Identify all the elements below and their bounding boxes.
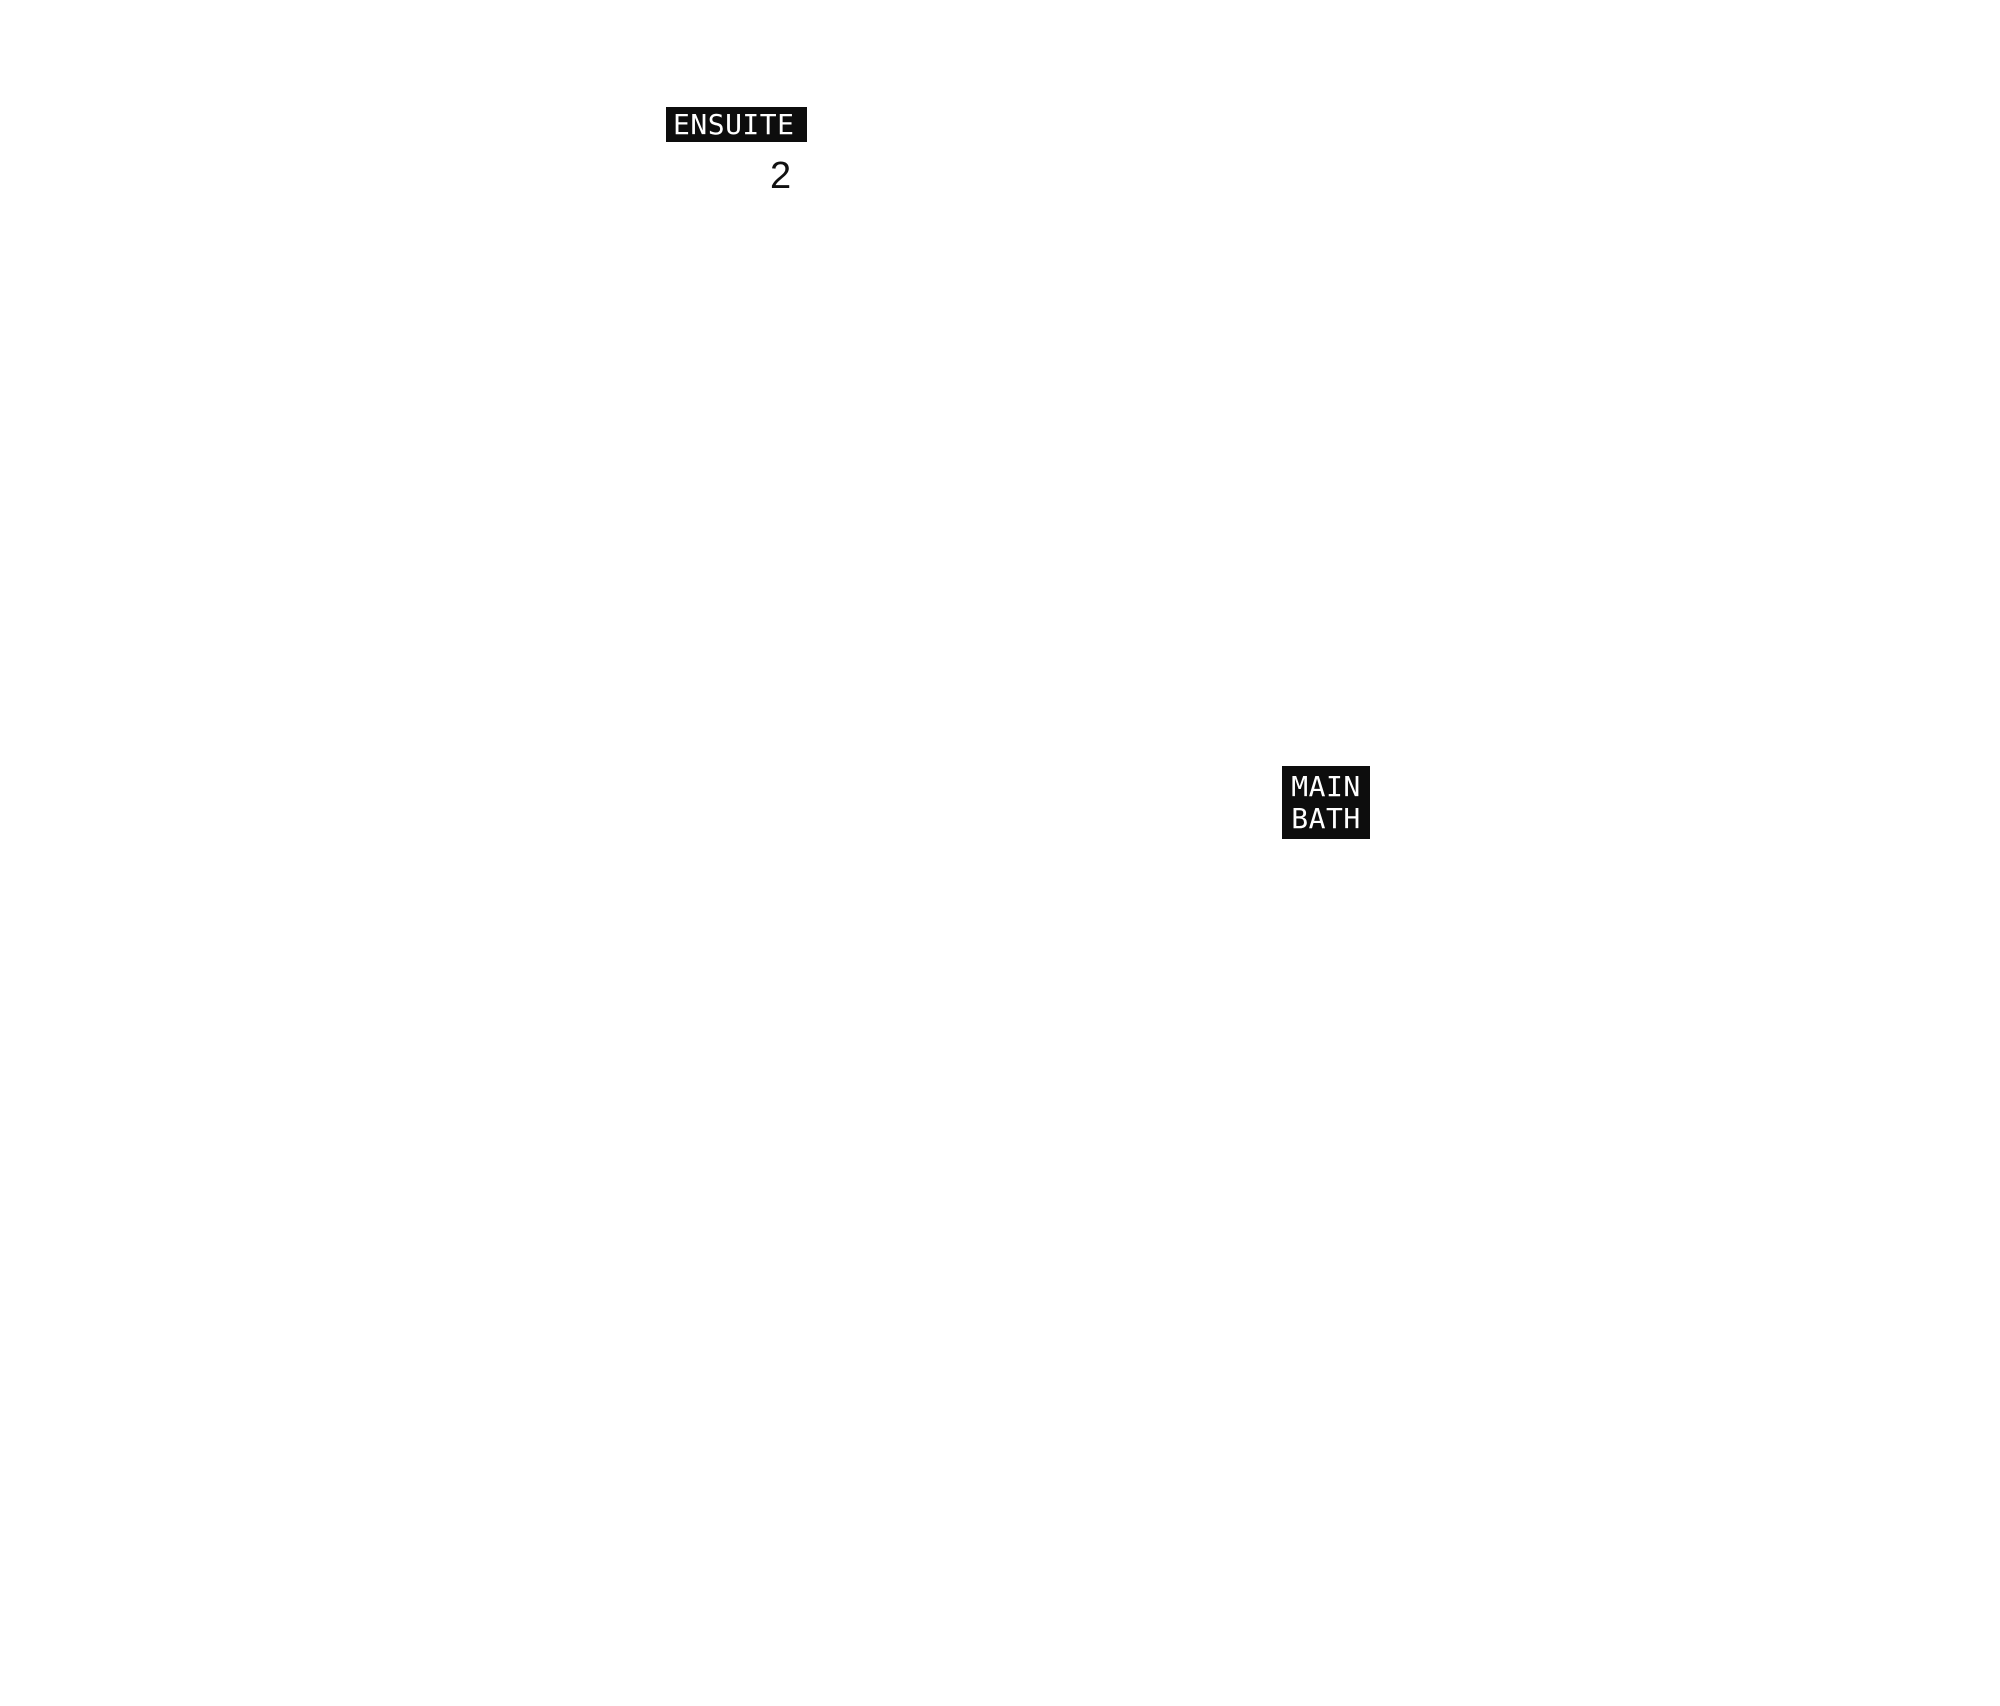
main-bath-label-line1: MAIN (1291, 770, 1361, 803)
main-bath-label-line2: BATH (1291, 802, 1361, 835)
ensuite-room-tag: ENSUITE (666, 107, 807, 142)
ensuite-room-number: 2 (770, 155, 792, 197)
main-bath-room-tag: MAIN BATH (1282, 766, 1370, 839)
